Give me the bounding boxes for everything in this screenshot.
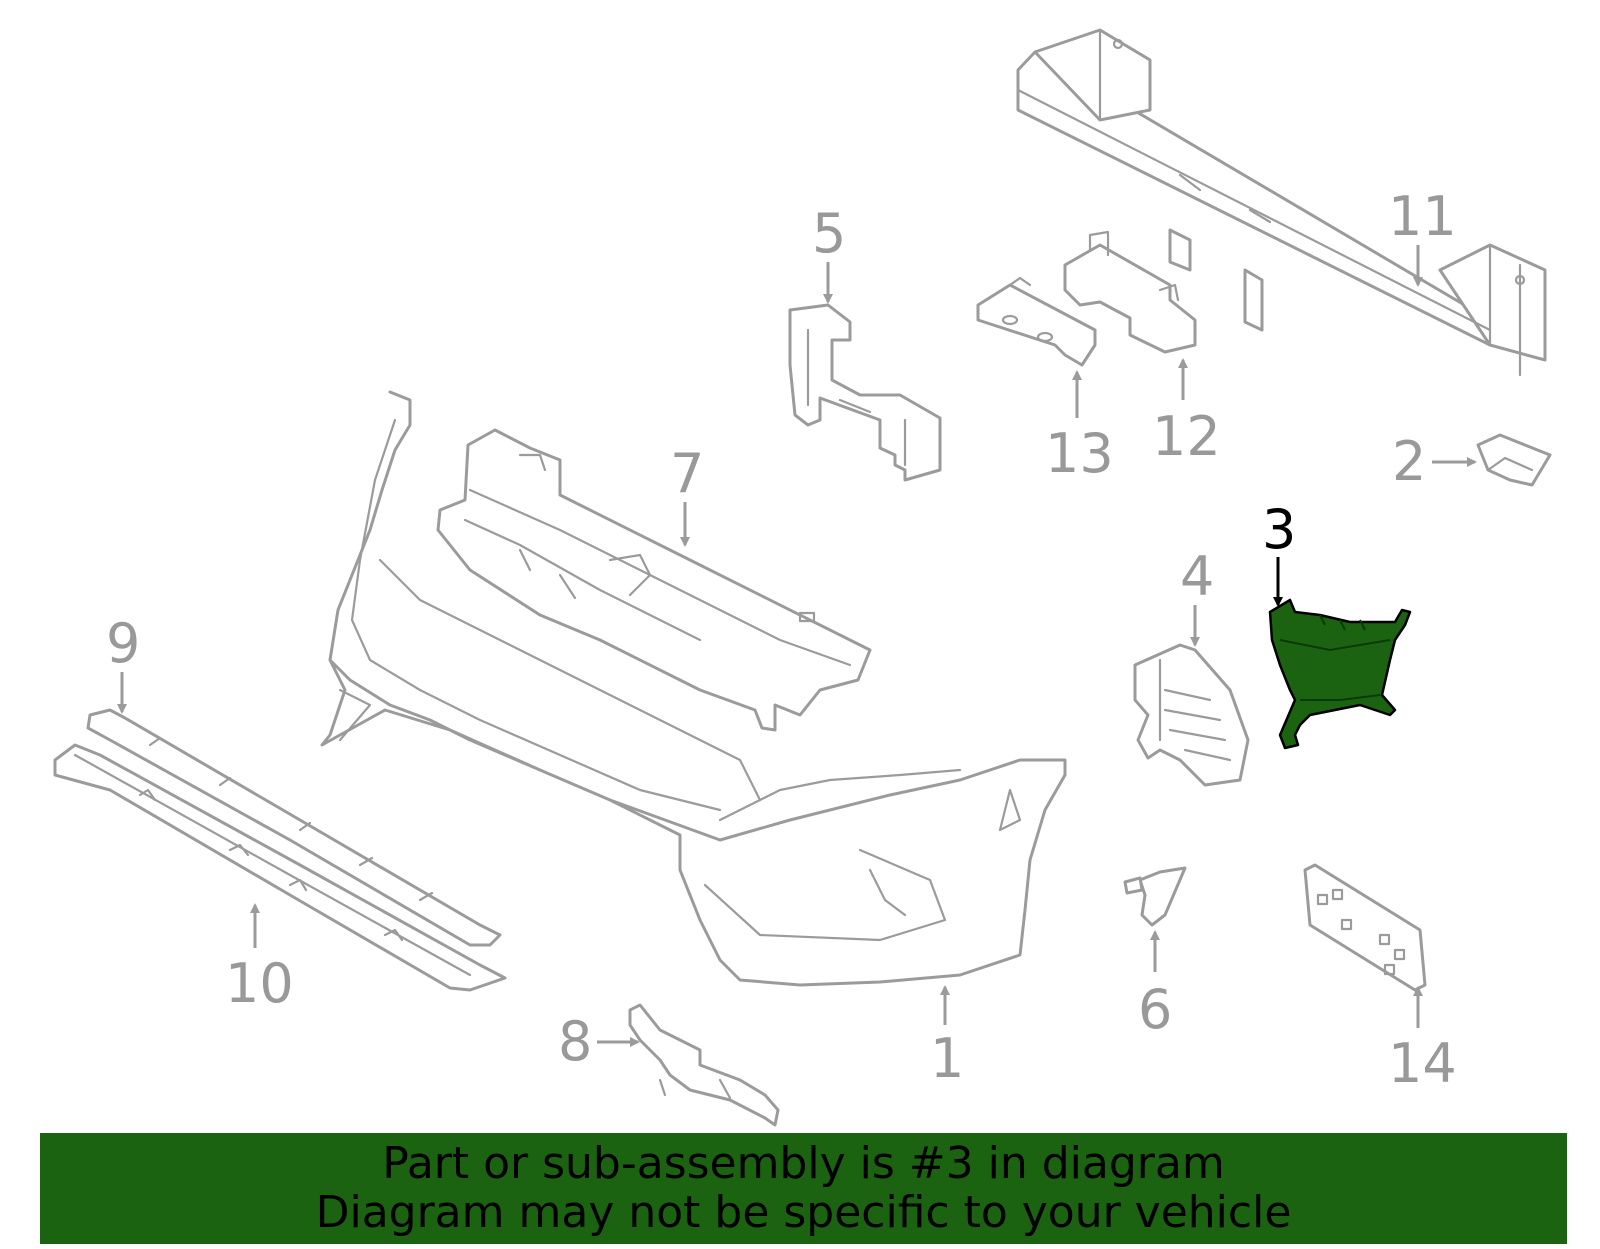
callout-4: 4	[1180, 545, 1214, 608]
part-6-fog-lamp[interactable]	[1123, 866, 1187, 927]
callout-10: 10	[225, 952, 294, 1015]
part-7-grille-frame[interactable]	[436, 428, 872, 732]
part-5-side-bracket[interactable]	[788, 303, 942, 482]
part-12-bracket[interactable]	[1063, 230, 1197, 354]
part-10-lower-grille[interactable]	[53, 743, 507, 992]
banner-line-1: Part or sub-assembly is #3 in diagram	[382, 1138, 1225, 1189]
part-2-block[interactable]	[1476, 433, 1552, 487]
part-13-bracket[interactable]	[976, 276, 1097, 367]
part-14-plate-bracket[interactable]	[1303, 863, 1427, 992]
info-banner: Part or sub-assembly is #3 in diagram Di…	[40, 1133, 1567, 1244]
leader-lines	[117, 245, 1477, 1047]
callout-labels: 1 2 3 4 5 6 7 8 9 10 11 12 13 14	[106, 185, 1457, 1095]
part-9-trim-strip[interactable]	[86, 708, 502, 947]
banner-line-2: Diagram may not be specific to your vehi…	[315, 1187, 1292, 1238]
part-1-bumper-cover[interactable]	[320, 390, 1067, 987]
callout-1: 1	[930, 1027, 964, 1090]
callout-6: 6	[1138, 978, 1172, 1041]
callout-3: 3	[1262, 498, 1296, 561]
callout-5: 5	[812, 202, 846, 265]
callout-14: 14	[1388, 1032, 1457, 1095]
callout-7: 7	[670, 442, 704, 505]
callout-12: 12	[1152, 405, 1221, 468]
part-4-fog-bracket[interactable]	[1133, 643, 1250, 787]
callout-13: 13	[1045, 422, 1114, 485]
callout-8: 8	[558, 1010, 592, 1073]
part-8-bracket[interactable]	[628, 1003, 780, 1127]
callout-11: 11	[1388, 185, 1457, 248]
callout-2: 2	[1392, 430, 1426, 493]
part-11-reinforcement-beam[interactable]	[1016, 28, 1547, 377]
part-3-bracket-highlighted[interactable]	[1268, 598, 1412, 750]
callout-9: 9	[106, 612, 140, 675]
